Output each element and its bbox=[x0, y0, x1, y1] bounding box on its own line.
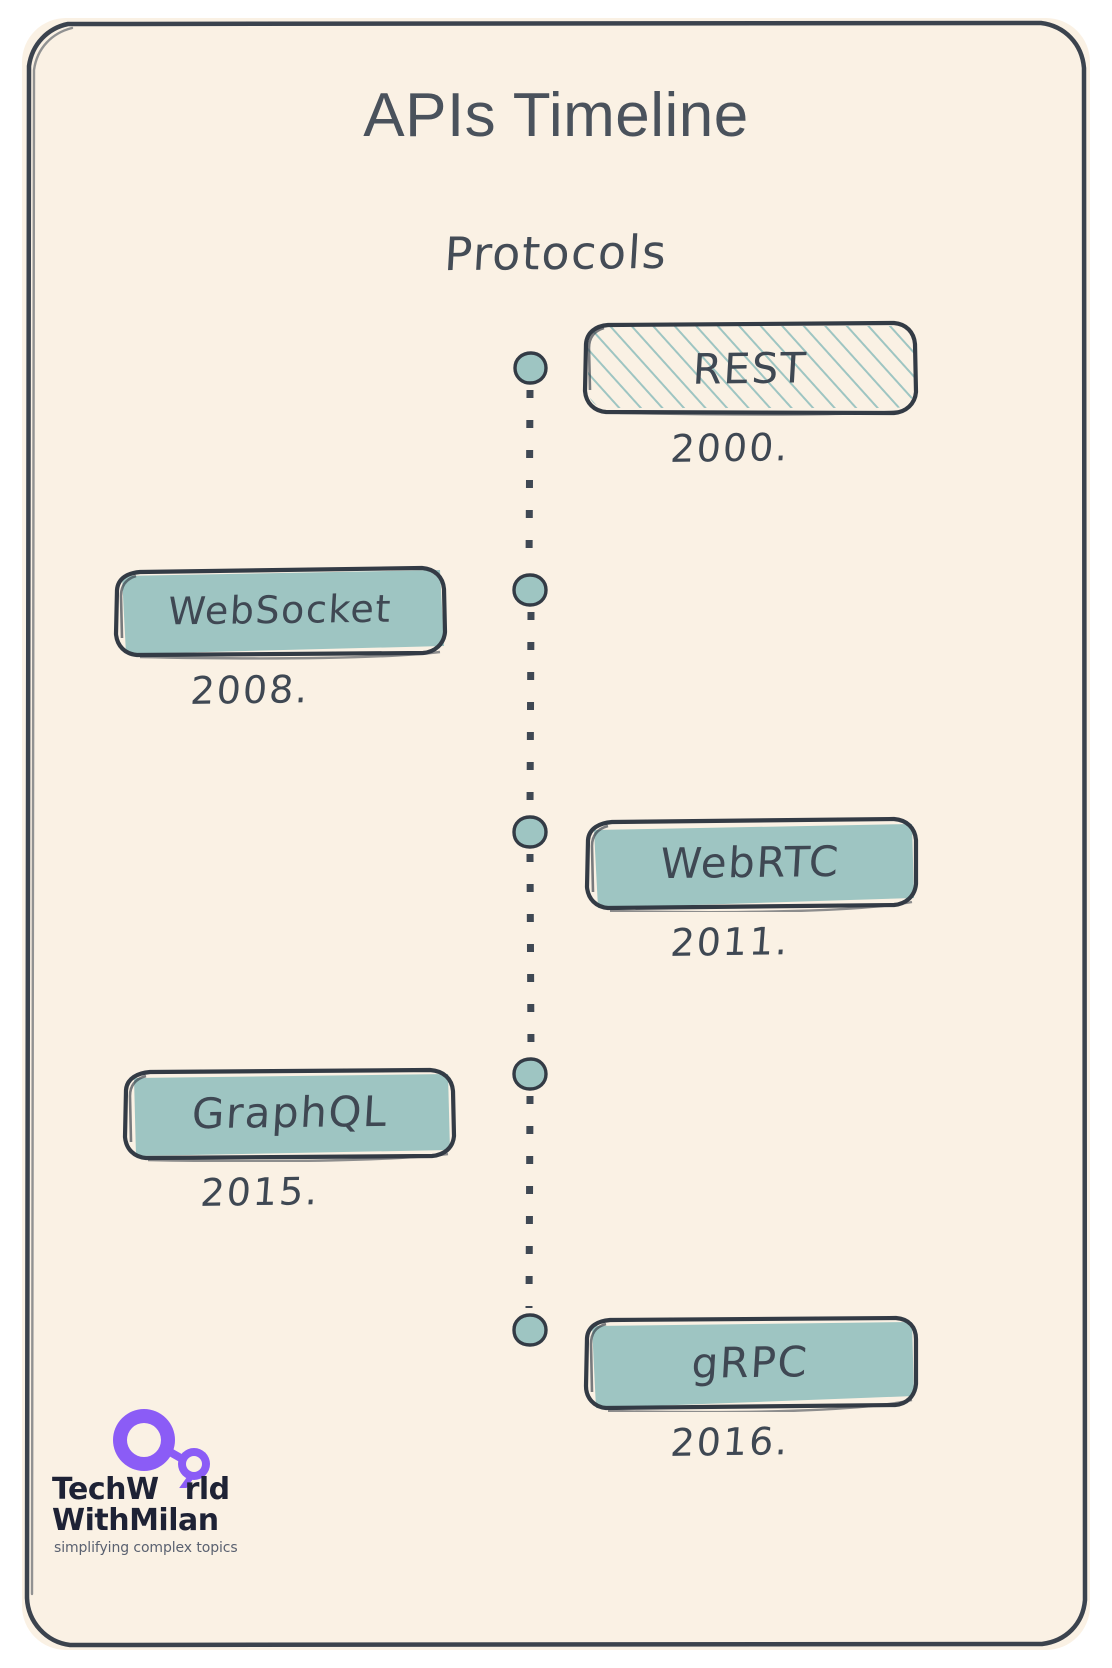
brand-line-1b: rld bbox=[184, 1472, 231, 1507]
year-grpc: 2016. bbox=[668, 1419, 792, 1465]
timeline-node-3 bbox=[512, 815, 548, 849]
timeline-entry-webrtc: WebRTC 2011. bbox=[0, 812, 1068, 1012]
year-graphql: 2015. bbox=[198, 1169, 322, 1215]
timeline-entry-websocket: WebSocket 2008. bbox=[0, 560, 1068, 760]
brand-line-1a: TechW bbox=[52, 1472, 159, 1507]
chip-label-graphql: GraphQL bbox=[190, 1086, 390, 1138]
brand-line-2: WithMilan bbox=[52, 1503, 219, 1538]
chip-label-rest: REST bbox=[691, 342, 809, 394]
timeline-spine bbox=[512, 351, 548, 1347]
network-node-icon bbox=[113, 1409, 210, 1488]
year-websocket: 2008. bbox=[188, 667, 312, 713]
page-title: APIs Timeline bbox=[363, 81, 749, 150]
chip-grpc[interactable]: gRPC bbox=[580, 1312, 920, 1412]
year-rest: 2000. bbox=[668, 425, 792, 471]
timeline-node-2 bbox=[512, 573, 548, 607]
chip-websocket[interactable]: WebSocket bbox=[110, 560, 450, 660]
brand-logo: TechW rld WithMilan simplifying complex t… bbox=[52, 1404, 282, 1594]
timeline-node-1 bbox=[513, 351, 548, 385]
brand-wordmark: TechW rld WithMilan bbox=[52, 1474, 282, 1536]
brand-line-1: TechW rld bbox=[52, 1474, 282, 1505]
chip-shape-grpc bbox=[583, 1315, 919, 1412]
year-webrtc: 2011. bbox=[668, 919, 792, 965]
page-subtitle: Protocols bbox=[442, 224, 670, 282]
chip-webrtc[interactable]: WebRTC bbox=[580, 812, 920, 912]
brand-tagline: simplifying complex topics bbox=[54, 1540, 238, 1556]
chip-shape-webrtc bbox=[584, 816, 919, 912]
chip-rest[interactable]: REST bbox=[580, 318, 920, 418]
chip-label-grpc: gRPC bbox=[690, 1336, 810, 1388]
chip-label-websocket: WebSocket bbox=[166, 586, 394, 634]
chip-shape-rest bbox=[582, 320, 919, 416]
timeline-entry-rest: REST 2000. bbox=[0, 318, 1068, 518]
chip-shape-websocket bbox=[113, 565, 448, 660]
chip-label-webrtc: WebRTC bbox=[658, 836, 842, 888]
timeline-entry-grpc: gRPC 2016. bbox=[0, 1312, 1068, 1512]
timeline-node-5 bbox=[512, 1313, 548, 1347]
timeline-node-4 bbox=[512, 1057, 548, 1091]
chip-shape-graphql bbox=[122, 1067, 457, 1162]
timeline-entry-graphql: GraphQL 2015. bbox=[0, 1062, 1068, 1262]
chip-graphql[interactable]: GraphQL bbox=[120, 1062, 460, 1162]
